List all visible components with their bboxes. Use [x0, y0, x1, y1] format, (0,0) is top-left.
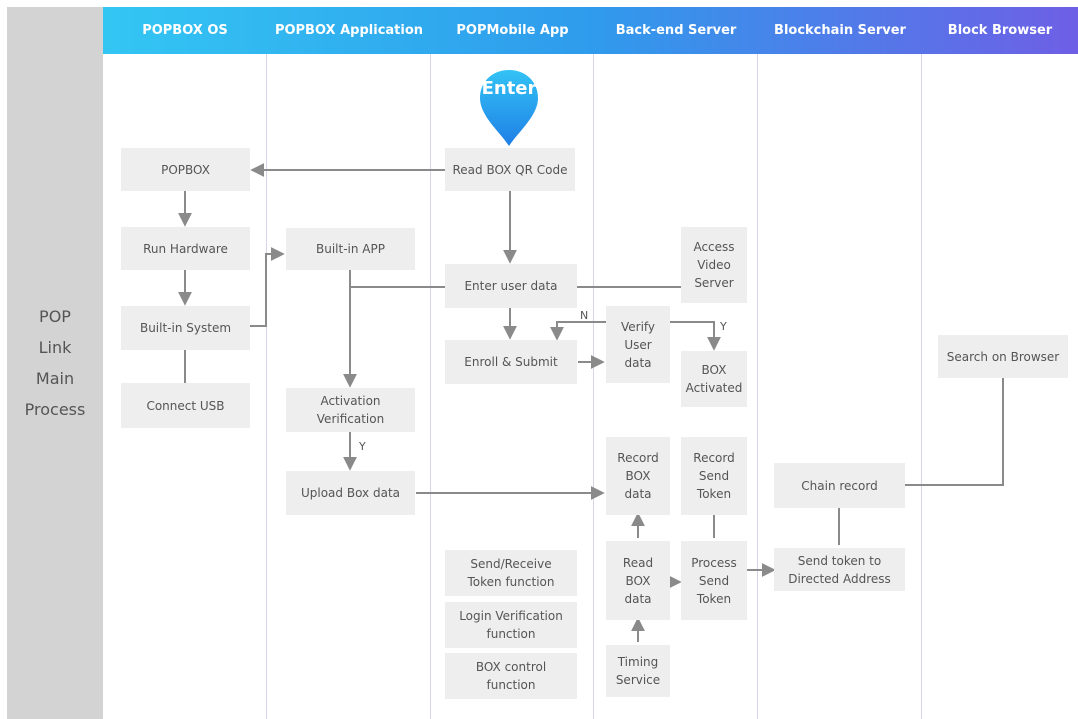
box-read-box-data: Read BOX data	[606, 541, 670, 620]
lane-header-backend-server: Back-end Server	[615, 23, 737, 38]
box-run-hardware: Run Hardware	[121, 227, 250, 270]
box-enter-user-data: Enter user data	[445, 264, 577, 308]
label-n: N	[580, 309, 589, 322]
enter-pin-icon	[480, 70, 538, 146]
box-read-qr-code: Read BOX QR Code	[445, 148, 575, 191]
lane-header-popmobile-app: POPMobile App	[456, 23, 569, 38]
lane-popbox-application	[267, 54, 431, 719]
box-timing-service: Timing Service	[606, 645, 670, 697]
box-send-token-directed-address: Send token to Directed Address	[774, 548, 905, 591]
label-y-activation: Y	[359, 440, 366, 453]
box-search-on-browser: Search on Browser	[938, 335, 1068, 378]
enter-label: Enter	[481, 78, 537, 99]
lane-blockchain-server	[758, 54, 922, 719]
box-login-verification: Login Verification function	[445, 602, 577, 648]
lane-header-popbox-application: POPBOX Application	[274, 23, 424, 38]
box-access-video-server: Access Video Server	[681, 227, 747, 303]
process-title-line-3: Main	[35, 369, 75, 388]
process-title-line-4: Process	[24, 400, 86, 419]
box-builtin-app: Built-in APP	[286, 228, 415, 270]
box-activation-verification: Activation Verification	[286, 388, 415, 432]
box-upload-box-data: Upload Box data	[286, 471, 415, 515]
lane-header-bar	[103, 7, 1078, 54]
box-connect-usb: Connect USB	[121, 383, 250, 428]
box-popbox: POPBOX	[121, 148, 250, 191]
box-box-activated: BOX Activated	[681, 351, 747, 407]
process-title: POP Link Main Process	[7, 7, 103, 719]
box-record-send-token: Record Send Token	[681, 437, 747, 515]
lane-header-block-browser: Block Browser	[947, 23, 1053, 38]
box-builtin-system: Built-in System	[121, 306, 250, 350]
box-enroll-submit: Enroll & Submit	[445, 340, 577, 384]
box-send-receive-token: Send/Receive Token function	[445, 550, 577, 596]
box-verify-user-data: Verify User data	[606, 306, 670, 383]
lane-header-blockchain-server: Blockchain Server	[774, 23, 906, 38]
box-box-control: BOX control function	[445, 653, 577, 699]
box-record-box-data: Record BOX data	[606, 437, 670, 515]
label-y-verify: Y	[720, 320, 727, 333]
box-process-send-token: Process Send Token	[681, 541, 747, 620]
box-chain-record: Chain record	[774, 463, 905, 508]
lane-header-popbox-os: POPBOX OS	[142, 23, 228, 38]
process-title-line-1: POP	[39, 307, 71, 326]
lane-block-browser	[922, 54, 1078, 719]
process-title-line-2: Link	[38, 338, 72, 357]
